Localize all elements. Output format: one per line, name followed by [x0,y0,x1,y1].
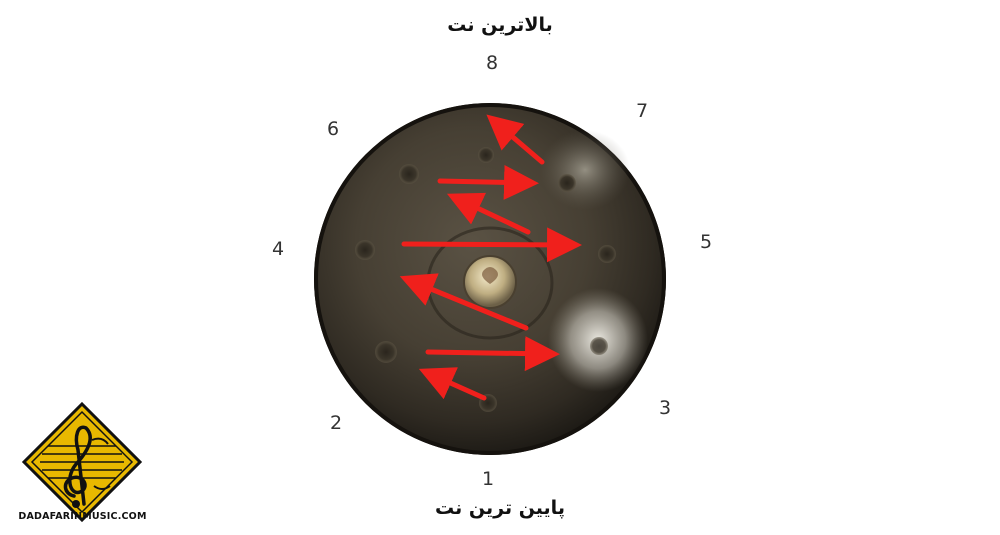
dimple-note-7 [558,174,576,192]
glare-spot-upper-right [540,130,630,210]
note-number-8: 8 [485,52,499,74]
note-number-2: 2 [329,412,343,434]
arrow-2-to-3 [425,336,560,372]
note-number-3: 3 [658,397,672,419]
note-number-5: 5 [699,231,713,253]
arrow-1-to-2 [418,367,487,401]
arrow-5-to-6 [446,192,531,235]
arrow-7-to-8 [486,114,545,165]
arrow-4-to-5 [401,227,582,263]
drum-rim [314,103,666,455]
arrow-group [399,114,582,401]
dimple-note-3 [590,337,608,355]
dimple-note-5 [598,245,616,263]
dimple-note-6 [399,164,419,184]
note-number-7: 7 [635,100,649,122]
brand-text: DADAFARINMUSIC.COM [18,511,147,522]
dimple-note-2 [375,341,397,363]
note-number-4: 4 [271,238,285,260]
highest-note-label: بالاترین نت [447,14,553,36]
arrow-6-to-7 [437,164,539,200]
note-number-6: 6 [326,118,340,140]
ding-heart-mark [482,267,498,284]
dimple-note-4 [355,240,375,260]
dimple-note-8 [478,147,494,163]
note-number-1: 1 [481,468,495,490]
arrow-3-to-4 [399,273,529,331]
treble-clef-diamond-icon [21,401,143,523]
lowest-note-label: پایین ترین نت [435,497,565,519]
